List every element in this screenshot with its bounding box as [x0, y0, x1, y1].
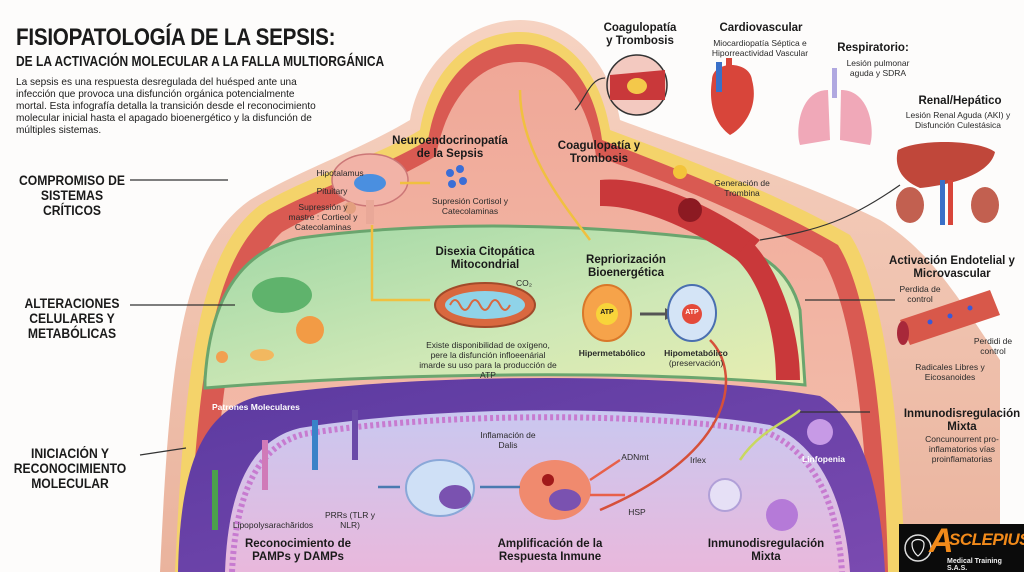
brain-illustration	[331, 153, 409, 224]
hormone-dots	[446, 165, 467, 188]
inflamed-cell	[519, 460, 591, 520]
asclepius-logo: A SCLEPIUS Medical Training S.A.S.	[899, 522, 1024, 572]
endo-note-1: Perdida de control	[899, 284, 941, 304]
neutrophil	[708, 478, 742, 512]
amplification-label: Amplificación de la Respuesta Inmune	[497, 538, 603, 563]
resp-desc: Lesión pulmonar aguda y SDRA	[846, 58, 910, 78]
hypometabolic-cell	[667, 284, 717, 342]
hypothalamus-label: Hipotalamus	[316, 168, 364, 178]
logo-initial: A	[929, 522, 954, 560]
lungs-illustration	[798, 68, 872, 145]
suppression-left-label: Supressión y mastre : Cortieol y Catecol…	[288, 202, 358, 232]
endo-title: Activación Endotelial y Microvascular	[889, 255, 1015, 280]
heart-illustration	[710, 58, 754, 135]
cardio-title: Cardiovascular	[719, 22, 803, 34]
coag-top-title: Coagulopatía y Trombosis	[603, 22, 677, 47]
page-subtitle: DE LA ACTIVACIÓN MOLECULAR A LA FALLA MU…	[16, 53, 385, 70]
immuno-bottom-label: Inmunodisregulación Mixta	[707, 538, 825, 563]
inflammation-label: Inflamación de Dalis	[480, 430, 536, 450]
logo-name: SCLEPIUS	[949, 530, 1024, 549]
macrophage	[405, 459, 475, 517]
hypo-label: Hipometabólico	[664, 348, 728, 358]
logo-tagline: Medical Training S.A.S.	[947, 558, 1002, 572]
receptors	[212, 410, 358, 530]
recognition-label: Reconocimiento de PAMPs y DAMPs	[244, 538, 352, 563]
mito-desc: Existe disponibilidad de oxígeno, pere l…	[419, 340, 557, 380]
side-label-initiation: INICIACIÓN Y RECONOCIMIENTO MOLECULAR	[13, 446, 127, 491]
coag-circle-illustration	[606, 54, 668, 116]
hyper-label: Hipermetabólico	[578, 348, 646, 358]
thrombin-label: Generación de Trombina	[714, 178, 770, 198]
side-label-cellular: ALTERACIONES CELULARES Y METABÓLICAS	[24, 296, 120, 341]
adnmt-label: ADNmt	[621, 452, 649, 462]
heart-emblem-icon	[904, 534, 932, 562]
bioenergetic-title: Repriorización Bioenergética	[586, 254, 666, 279]
mito-title: Disexia Citopática Mitocondrial	[435, 246, 535, 271]
lps-label: Lipopolysarachăridos	[232, 520, 314, 530]
pituitary-label: Pituitary	[316, 186, 348, 196]
cardio-desc: Miocardiopatía Séptica e Hiporreactivida…	[711, 38, 809, 58]
hypo-note: (preservación)	[668, 358, 724, 368]
mitochondrion	[434, 282, 536, 328]
co2-label: CO₂	[515, 278, 533, 288]
intro-paragraph: La sepsis es una respuesta desregulada d…	[16, 76, 316, 136]
endo-note-3: Radicales Libres y Eicosanoides	[915, 362, 985, 382]
lymphocyte-right	[807, 419, 833, 445]
endothelial-vessel-illustration	[897, 290, 1000, 345]
immuno-right-title: Inmunodisregulación Mixta	[903, 408, 1021, 433]
lymphopenia-label: Linfopenia	[802, 454, 845, 464]
cell-membrane	[229, 414, 845, 572]
atp-label-hypo: ATP	[685, 309, 699, 316]
irlex-label: Irlex	[689, 455, 707, 465]
patterns-label: Patrones Moleculares	[212, 402, 300, 412]
endo-note-2: Perdidi de control	[973, 336, 1013, 356]
lymphocyte-bottom	[766, 499, 798, 531]
renal-title: Renal/Hepático	[918, 95, 1002, 107]
hsp-label: HSP	[628, 507, 646, 517]
immuno-right-desc: Concunourrent pro-inflamatorios vías pro…	[925, 434, 999, 464]
atp-label-hyper: ATP	[600, 309, 614, 316]
renal-desc: Lesión Renal Aguda (AKI) y Disfunción Cu…	[905, 110, 1011, 130]
prrs-label: PRRs (TLR y NLR)	[324, 510, 376, 530]
neuro-title: Neuroendocrinopatía de la Sepsis	[392, 135, 508, 160]
coag-inner-title: Coagulopatía y Trombosis	[557, 140, 641, 165]
leader-lines	[130, 77, 901, 456]
resp-title: Respiratorio:	[837, 42, 909, 54]
page-title: FISIOPATOLOGÍA DE LA SEPSIS:	[16, 24, 336, 51]
hypermetabolic-cell	[582, 284, 632, 342]
liver-kidney-illustration	[896, 141, 999, 225]
vessel-thrombus	[600, 165, 760, 262]
side-label-systems: COMPROMISO DE SISTEMAS CRÍTICOS	[18, 173, 125, 218]
suppression-label: Supresión Cortisol y Catecolaminas	[431, 196, 509, 216]
vessel-descending	[735, 240, 800, 380]
pathway-arrows	[370, 89, 801, 512]
organelles	[216, 277, 324, 363]
